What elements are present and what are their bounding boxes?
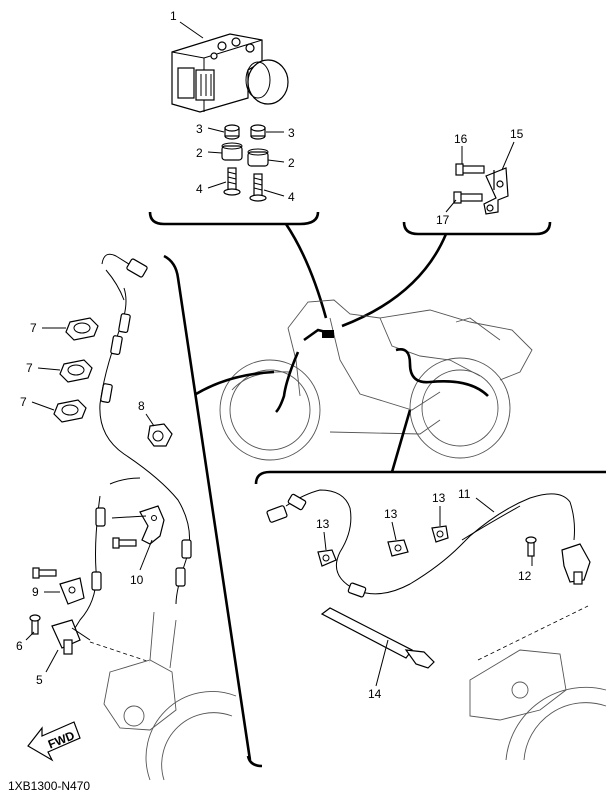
damper-left[interactable] <box>221 142 243 161</box>
callout-1: 1 <box>170 9 177 23</box>
front-harness-on-bike <box>275 351 300 413</box>
cable-clamp-13a[interactable] <box>317 549 337 567</box>
callout-6: 6 <box>16 639 23 653</box>
cable-clip-7b[interactable] <box>59 359 93 383</box>
callout-10: 10 <box>130 573 144 587</box>
callout-7-b: 7 <box>26 361 33 375</box>
damper-right[interactable] <box>247 148 269 167</box>
rear-wheel-sensor-12[interactable] <box>561 543 591 585</box>
cable-clip-7c[interactable] <box>53 399 87 423</box>
harness-to-unit <box>303 328 335 342</box>
callout-2-left: 2 <box>196 146 203 160</box>
callout-3-right: 3 <box>288 126 295 140</box>
callout-9: 9 <box>32 585 39 599</box>
front-sensor-lead[interactable] <box>69 253 192 637</box>
bolt-right[interactable] <box>249 173 267 202</box>
rear-sensor-bolt[interactable] <box>525 536 537 557</box>
abs-unit-marker <box>322 330 334 338</box>
callout-15: 15 <box>510 127 524 141</box>
clamp-bolt[interactable] <box>32 567 57 579</box>
sensor-clamp-9[interactable] <box>59 577 85 605</box>
callout-16: 16 <box>454 132 468 146</box>
sensor-bolt-6[interactable] <box>29 614 41 635</box>
group-bracket-front <box>163 254 252 761</box>
motorcycle-silhouette <box>219 299 533 461</box>
callout-11: 11 <box>458 487 471 501</box>
callout-5: 5 <box>36 673 43 687</box>
hose-guide-10[interactable] <box>139 505 165 545</box>
bolt-left[interactable] <box>223 167 241 196</box>
fwd-arrow-icon: FWD <box>27 721 81 762</box>
callout-7-a: 7 <box>30 321 37 335</box>
callout-12: 12 <box>518 569 532 583</box>
callout-2-right: 2 <box>288 156 295 170</box>
cable-clamp-8[interactable] <box>147 423 173 447</box>
grommet-right[interactable] <box>250 124 266 140</box>
leader-front-to-bike <box>195 370 275 396</box>
rear-sensor-lead[interactable] <box>266 489 575 598</box>
abs-sensor-bracket[interactable] <box>483 167 509 215</box>
callout-14: 14 <box>368 687 382 701</box>
grommet-left[interactable] <box>224 124 240 140</box>
bracket-bolt-16[interactable] <box>455 163 485 176</box>
abs-hydraulic-unit[interactable] <box>171 33 289 113</box>
cable-tie-14[interactable] <box>320 607 435 669</box>
rear-caliper-disc <box>469 605 607 761</box>
front-wheel-sensor-5[interactable] <box>51 619 91 655</box>
callout-3-left: 3 <box>196 122 203 136</box>
callout-4-left: 4 <box>196 182 203 196</box>
guide-bolt[interactable] <box>112 537 137 549</box>
leader-rear-to-bike <box>390 409 412 473</box>
callout-8: 8 <box>138 399 145 413</box>
diagram-code: 1XB1300-N470 <box>8 779 90 793</box>
callout-13-a: 13 <box>316 517 330 531</box>
leader-abs-to-bike <box>284 223 328 319</box>
front-fork-disc <box>89 611 237 781</box>
group-bracket-sensor-bracket <box>402 221 552 236</box>
cable-clamp-13b[interactable] <box>387 539 409 557</box>
bracket-bolt-17[interactable] <box>453 191 483 204</box>
leader-bracket-to-bike <box>341 233 448 328</box>
group-bracket-rear <box>254 470 606 485</box>
callout-4-right: 4 <box>288 190 295 204</box>
callout-13-b: 13 <box>384 507 398 521</box>
callout-7-c: 7 <box>20 395 27 409</box>
cable-clip-7a[interactable] <box>65 317 99 341</box>
callout-13-c: 13 <box>432 491 446 505</box>
cable-clamp-13c[interactable] <box>431 525 449 543</box>
group-bracket-abs <box>148 211 320 226</box>
rear-harness-on-bike <box>395 348 489 397</box>
callout-17: 17 <box>436 213 450 227</box>
